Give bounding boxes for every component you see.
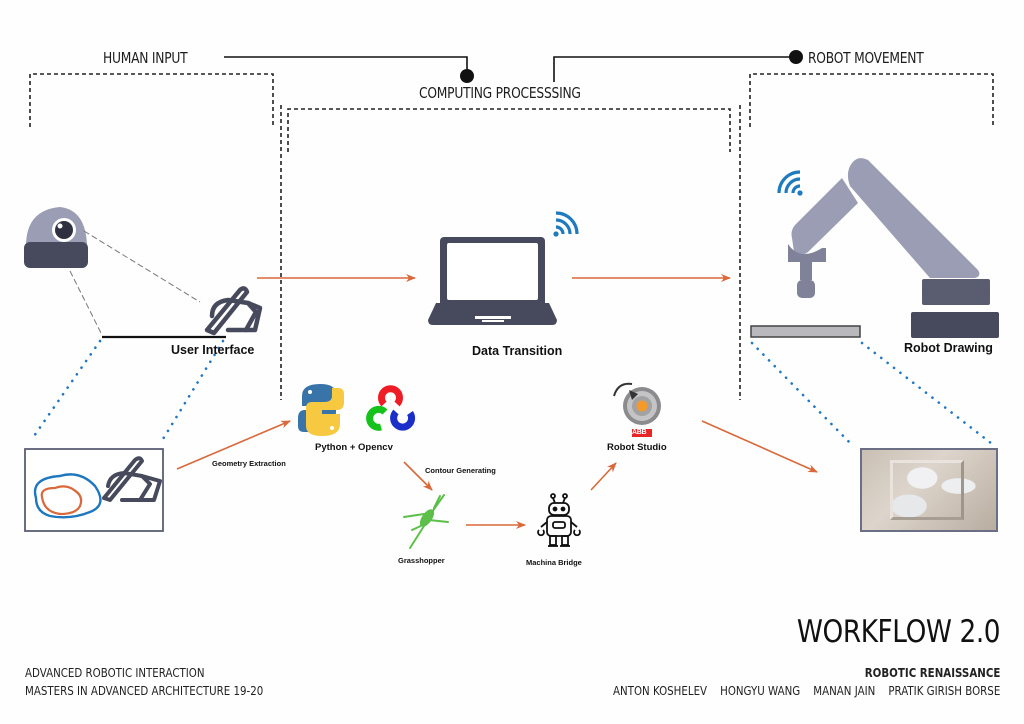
section-connector-lines: [224, 56, 795, 82]
robot-studio-logo-icon: [613, 382, 661, 437]
section-title-human-input: HUMAN INPUT: [103, 49, 188, 67]
arrow-sketch-to-python: [176, 420, 291, 470]
laptop-icon: [428, 237, 557, 325]
wifi-icon-laptop: [553, 211, 579, 237]
machina-robot-icon: [537, 493, 581, 547]
sketch-board: [24, 448, 164, 532]
node-label-robot-drawing: Robot Drawing: [904, 341, 993, 355]
camera-view-lines: [69, 230, 201, 336]
carved-relief: [890, 460, 964, 520]
robot-arm-icon: [788, 158, 999, 338]
opencv-logo-icon: [366, 385, 416, 431]
drawing-table-icon: [750, 325, 861, 338]
node-label-grasshopper: Grasshopper: [398, 556, 445, 565]
node-label-machina-bridge: Machina Bridge: [526, 558, 582, 567]
section-title-computing: COMPUTING PROCESSSING: [419, 84, 581, 102]
python-logo-icon: [298, 384, 344, 436]
arrow-machina-to-robotstudio: [590, 462, 617, 491]
footer-project: ROBOTIC RENAISSANCE: [864, 665, 1000, 680]
edge-label-geometry-extraction: Geometry Extraction: [212, 459, 286, 468]
section-title-robot-movement: ROBOT MOVEMENT: [808, 49, 924, 67]
projection-dotted-lines-right: [750, 341, 998, 449]
node-label-python-opencv: Python + Opencv: [315, 442, 393, 453]
section-bracket-robot-movement: [749, 73, 994, 127]
connector-dot-computing: [460, 69, 474, 83]
node-label-user-interface: User Interface: [171, 343, 255, 357]
author-name: HONGYU WANG: [719, 683, 800, 698]
grasshopper-icon: [403, 494, 449, 549]
section-bracket-computing: [280, 105, 741, 400]
edge-label-contour-generating: Contour Generating: [425, 466, 496, 475]
carved-result-photo: [860, 448, 998, 532]
author-name: PRATIK GIRISH BORSE: [888, 683, 1000, 698]
author-name: MANAN JAIN: [812, 683, 875, 698]
node-label-robot-studio: Robot Studio: [607, 442, 667, 453]
abb-logo-text: ABB: [632, 429, 647, 436]
node-label-data-transition: Data Transition: [472, 344, 563, 358]
projection-dotted-lines-left: [30, 339, 225, 441]
connector-dot-robot: [789, 50, 803, 64]
footer-authors: ANTON KOSHELEV HONGYU WANG MANAN JAIN PR…: [613, 683, 1000, 698]
flow-arrows: [176, 274, 818, 529]
arrow-robotstudio-to-photo: [701, 420, 818, 473]
footer-course: ADVANCED ROBOTIC INTERACTION: [25, 665, 205, 680]
workflow-title: WORKFLOW 2.0: [796, 614, 1001, 650]
wifi-icon-robot: [777, 170, 803, 196]
arrow-python-to-grasshopper: [403, 461, 433, 491]
section-bracket-human-input: [29, 73, 274, 127]
author-name: ANTON KOSHELEV: [612, 683, 707, 698]
footer-program: MASTERS IN ADVANCED ARCHITECTURE 19-20: [25, 683, 264, 698]
security-camera-icon: [24, 207, 88, 268]
hand-pen-icon: [204, 286, 263, 336]
